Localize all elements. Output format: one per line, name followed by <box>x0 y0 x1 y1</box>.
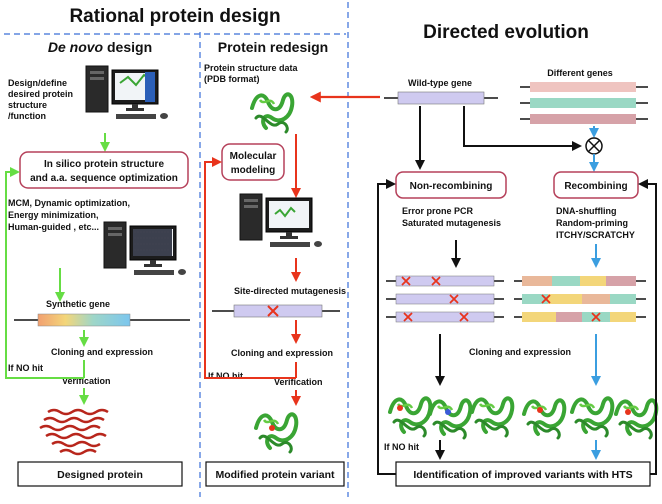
variant-site-1 <box>397 405 403 411</box>
recombined-gene-library <box>514 276 646 322</box>
denovo-cloning-label: Cloning and expression <box>51 347 153 357</box>
optimization-box-line2: and a.a. sequence optimization <box>30 173 178 184</box>
pdb-line1: Protein structure data <box>204 63 299 73</box>
optimization-box-line1: In silico protein structure <box>44 159 164 170</box>
svg-text:MCM, Dynamic optimization,: MCM, Dynamic optimization, <box>8 198 130 208</box>
redesign-verification-label: Verification <box>274 377 323 387</box>
desktop-computer-icon-3 <box>239 193 323 248</box>
variant-site-2 <box>445 409 451 415</box>
hts-output-label: Identification of improved variants with… <box>413 469 632 481</box>
svg-text:Design/define: Design/define <box>8 78 67 88</box>
dna-gene-icon <box>37 313 131 327</box>
title-directed-evolution: Directed evolution <box>423 22 589 43</box>
variant-protein-4 <box>522 398 567 440</box>
redesign-feedback-loop <box>204 157 296 379</box>
recomb-feedback-loop <box>638 179 657 475</box>
denovo-verification-label: Verification <box>62 376 111 386</box>
recombination-circle-icon <box>585 137 603 155</box>
nonrecomb-box <box>395 171 507 199</box>
variant-protein-2 <box>428 398 473 440</box>
optimization-box <box>19 151 189 189</box>
different-genes-stack <box>520 82 648 124</box>
svg-text:Energy minimization,: Energy minimization, <box>8 210 99 220</box>
nonrecomb-method2: Saturated mutagenesis <box>402 218 501 228</box>
variant-site-3 <box>537 407 543 413</box>
designed-protein-box <box>17 461 183 487</box>
nonrecomb-label: Non-recombining <box>410 181 493 192</box>
redesign-if-no-hit: If NO hit <box>208 371 243 381</box>
mutation-mark <box>267 305 279 317</box>
pdb-line2: (PDB format) <box>204 74 260 84</box>
redesign-gene-box <box>233 304 323 318</box>
screen-blue-panel <box>145 72 155 102</box>
variant-protein-3 <box>470 396 515 438</box>
wild-type-gene <box>397 91 485 105</box>
desktop-computer-icon <box>85 65 169 120</box>
svg-text:/function: /function <box>8 111 46 121</box>
modeling-box-line2: modeling <box>231 165 275 176</box>
screen-protein-graphic-2 <box>274 206 296 218</box>
modified-variant-box <box>205 461 345 487</box>
variant-protein-5 <box>570 396 615 438</box>
denovo-feedback-loop <box>5 167 84 379</box>
title-protein-redesign: Protein redesign <box>218 39 328 55</box>
variant-mutation-dot <box>269 425 275 431</box>
protein-structure-icon <box>250 92 295 134</box>
directed-if-no-hit: If NO hit <box>384 442 419 452</box>
wild-type-label: Wild-type gene <box>408 78 472 88</box>
redesign-cloning-label: Cloning and expression <box>231 348 333 358</box>
synthetic-gene-label: Synthetic gene <box>46 299 110 309</box>
mutant-gene-library <box>386 275 504 323</box>
svg-text:structure: structure <box>8 100 47 110</box>
title-de-novo-design: De novo design <box>48 39 152 55</box>
nonrecomb-method1: Error prone PCR <box>402 206 474 216</box>
svg-text:Human-guided , etc...: Human-guided , etc... <box>8 222 99 232</box>
protein-variant-icon <box>254 412 299 454</box>
denovo-methods-text: MCM, Dynamic optimization, Energy minimi… <box>8 198 130 232</box>
recomb-label: Recombining <box>564 181 627 192</box>
denovo-define-text: Design/define desired protein structure … <box>8 78 73 121</box>
designed-protein-label: Designed protein <box>57 469 143 481</box>
title-rational-design: Rational protein design <box>69 6 280 27</box>
variant-site-4 <box>625 409 631 415</box>
arrow-wildtype-to-recomb <box>463 106 582 151</box>
variant-protein-6 <box>614 398 659 440</box>
svg-text:desired protein: desired protein <box>8 89 73 99</box>
denovo-if-no-hit: If NO hit <box>8 363 43 373</box>
directed-cloning-label: Cloning and expression <box>469 347 571 357</box>
helix-bundle-icon <box>39 408 109 456</box>
site-directed-label: Site-directed mutagenesis <box>234 286 346 296</box>
recomb-method3: ITCHY/SCRATCHY <box>556 230 635 240</box>
recomb-method1: DNA-shuffling <box>556 206 617 216</box>
modified-variant-label: Modified protein variant <box>215 469 335 481</box>
recomb-method2: Random-priming <box>556 218 628 228</box>
different-genes-label: Different genes <box>547 68 613 78</box>
sequence-screen <box>133 229 172 256</box>
modeling-box-line1: Molecular <box>230 151 277 162</box>
variant-protein-1 <box>388 396 433 438</box>
nonrecomb-feedback-loop <box>377 179 396 475</box>
modeling-box <box>221 143 285 181</box>
